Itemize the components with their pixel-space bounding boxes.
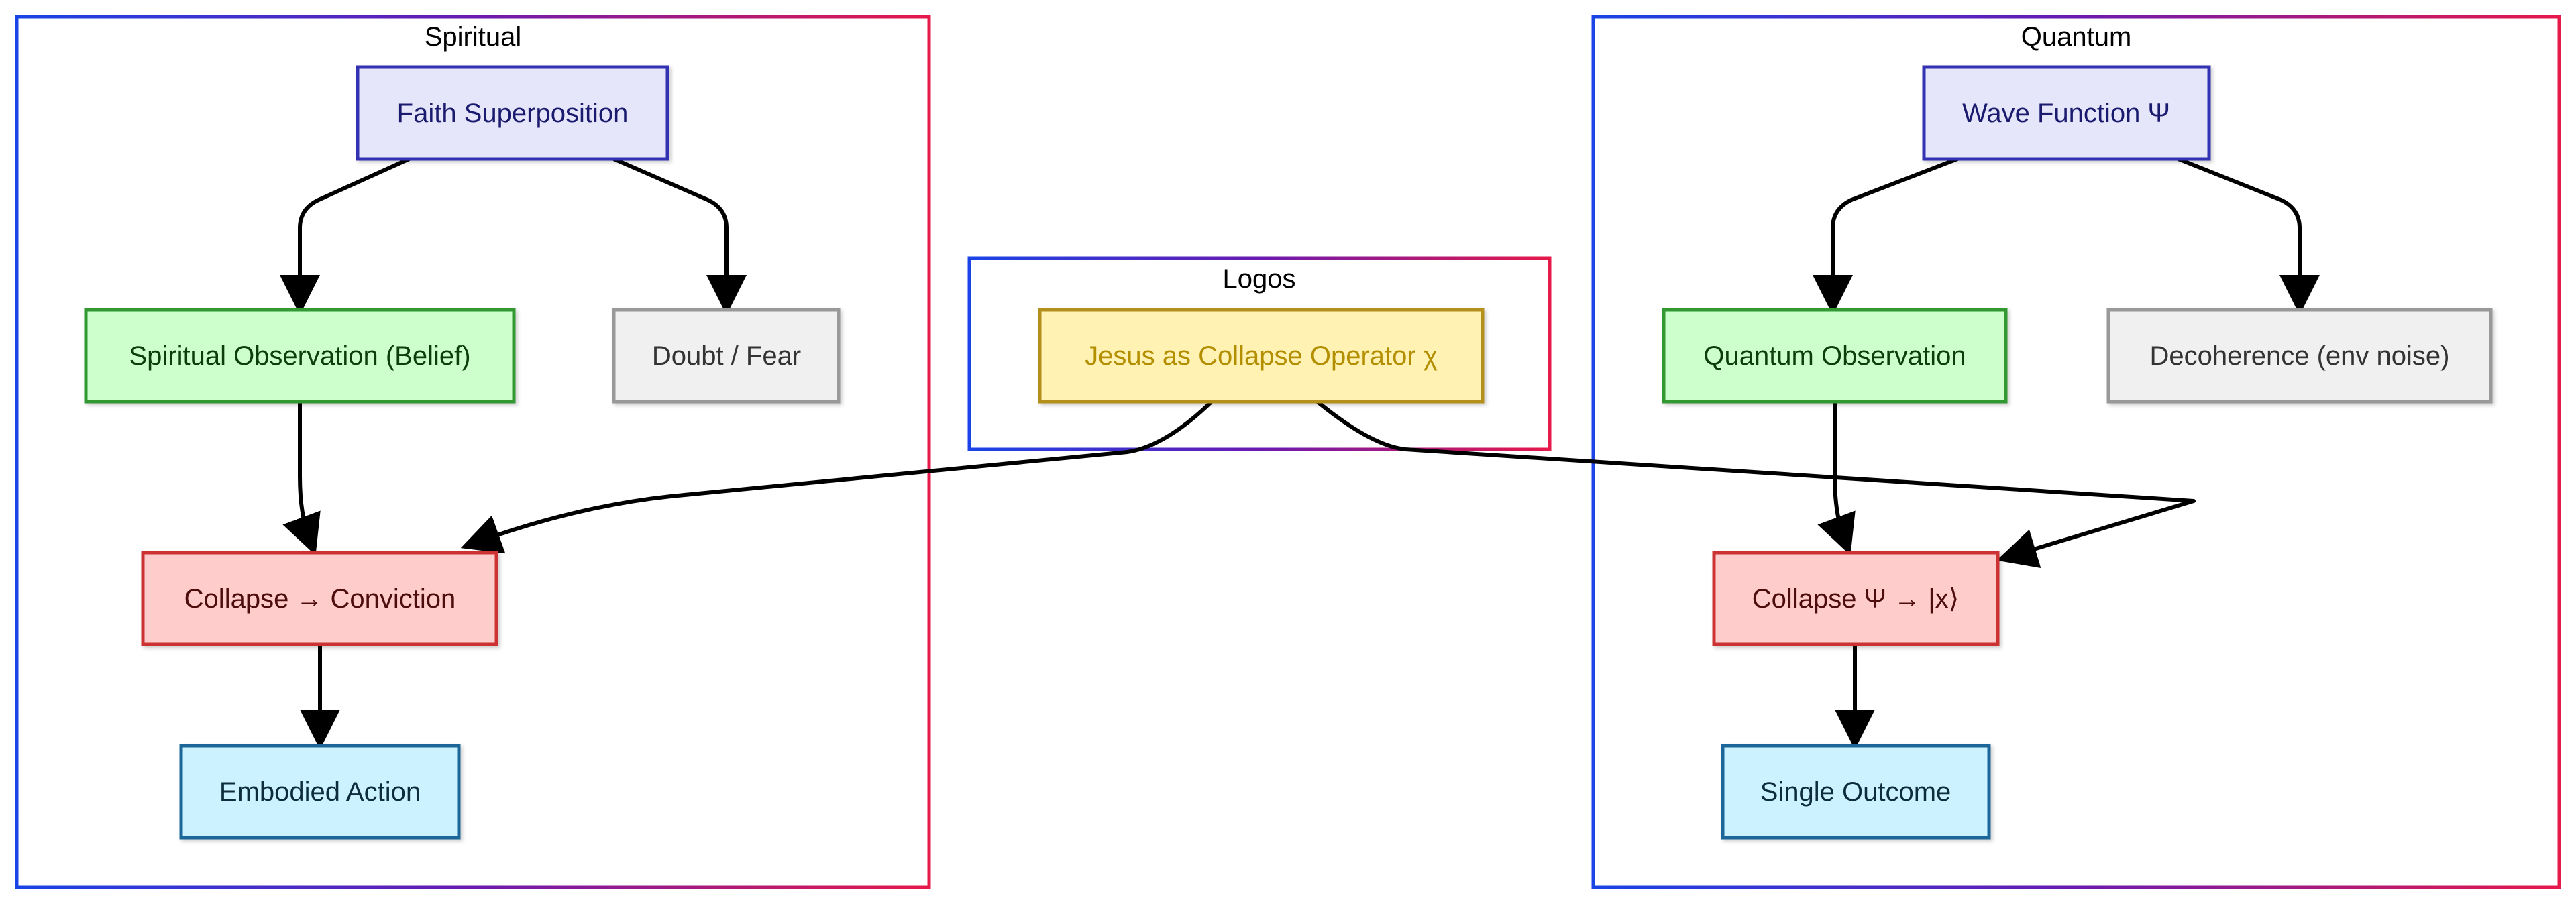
edges	[280, 157, 2320, 750]
node-quantum-observation-label: Quantum Observation	[1703, 341, 1966, 371]
edge-faith-to-doubt	[612, 157, 747, 315]
node-collapse-psi-label: Collapse Ψ → |x⟩	[1752, 584, 1959, 614]
cluster-spiritual: Spiritual	[15, 15, 931, 889]
node-wave-function-label: Wave Function Ψ	[1962, 99, 2170, 128]
node-decoherence-label: Decoherence (env noise)	[2150, 341, 2450, 371]
edge-jesus-to-quantum-collapse	[1316, 400, 2196, 569]
cluster-quantum: Quantum	[1591, 15, 2561, 889]
cluster-quantum-border	[1591, 15, 2561, 889]
node-doubt-fear[interactable]: Doubt / Fear	[612, 308, 841, 404]
node-quantum-observation[interactable]: Quantum Observation	[1662, 308, 2008, 404]
node-decoherence[interactable]: Decoherence (env noise)	[2106, 308, 2493, 404]
cluster-quantum-title: Quantum	[2021, 22, 2132, 52]
node-faith-superposition-label: Faith Superposition	[397, 99, 629, 128]
node-single-outcome[interactable]: Single Outcome	[1721, 744, 1991, 840]
node-embodied-action[interactable]: Embodied Action	[179, 744, 461, 840]
node-embodied-action-label: Embodied Action	[219, 777, 421, 807]
nodes: Faith Superposition Spiritual Observatio…	[84, 65, 2493, 840]
cluster-logos-border	[967, 256, 1552, 451]
cluster-logos-title: Logos	[1223, 264, 1296, 294]
node-faith-superposition[interactable]: Faith Superposition	[356, 65, 669, 161]
node-collapse-conviction-label: Collapse → Conviction	[184, 584, 456, 614]
node-collapse-psi[interactable]: Collapse Ψ → |x⟩	[1712, 551, 2000, 646]
cluster-logos: Logos	[967, 256, 1552, 451]
edge-wave-to-observation	[1813, 157, 1960, 315]
edge-quantum-observation-to-collapse	[1817, 400, 1856, 556]
node-spiritual-observation-label: Spiritual Observation (Belief)	[129, 341, 470, 371]
node-spiritual-observation[interactable]: Spiritual Observation (Belief)	[84, 308, 516, 404]
edge-jesus-to-conviction	[460, 400, 1213, 554]
cluster-spiritual-border	[15, 15, 931, 889]
edge-wave-to-decoherence	[2176, 157, 2320, 315]
cluster-spiritual-title: Spiritual	[425, 22, 522, 52]
node-wave-function[interactable]: Wave Function Ψ	[1922, 65, 2211, 161]
node-collapse-conviction[interactable]: Collapse → Conviction	[141, 551, 498, 646]
edge-observation-to-collapse	[282, 400, 321, 556]
edge-faith-to-observation	[280, 157, 411, 315]
node-single-outcome-label: Single Outcome	[1760, 777, 1951, 807]
node-jesus-collapse-operator-label: Jesus as Collapse Operator χ	[1085, 341, 1438, 371]
node-jesus-collapse-operator[interactable]: Jesus as Collapse Operator χ	[1038, 308, 1485, 404]
node-doubt-fear-label: Doubt / Fear	[652, 341, 801, 371]
